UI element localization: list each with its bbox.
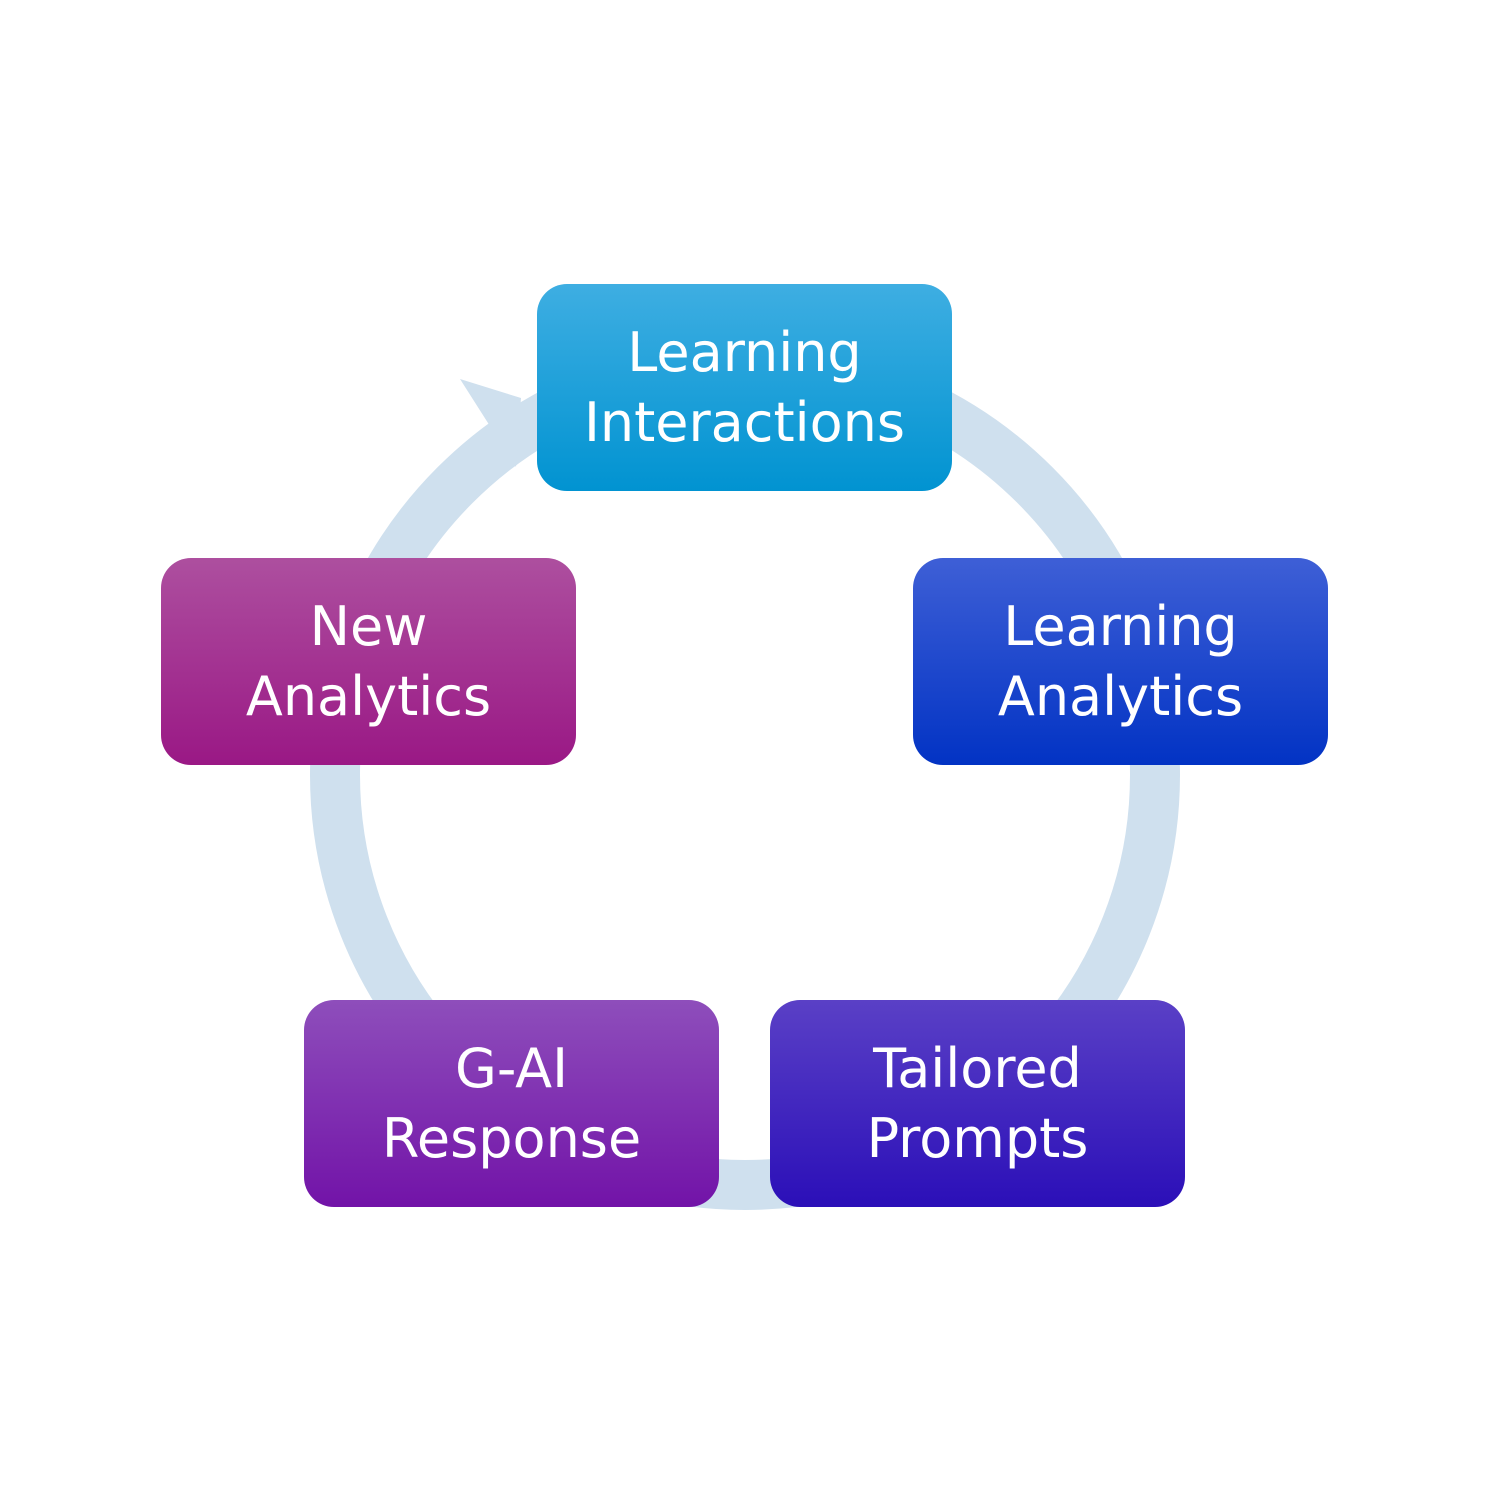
node-label-line2: Analytics xyxy=(245,664,492,728)
node-label-line1: New xyxy=(309,594,428,658)
node-label-line1: Learning xyxy=(1003,594,1238,658)
node-label-line2: Analytics xyxy=(997,664,1244,728)
node-label-line1: Learning xyxy=(627,320,862,384)
node-label-line2: Response xyxy=(381,1106,642,1170)
node-label-line1: Tailored xyxy=(873,1036,1082,1100)
node-label-line2: Prompts xyxy=(866,1106,1089,1170)
node-learning-interactions: Learning Interactions xyxy=(537,284,952,491)
node-tailored-prompts: Tailored Prompts xyxy=(770,1000,1185,1207)
cycle-arrowhead xyxy=(460,379,521,467)
node-learning-analytics: Learning Analytics xyxy=(913,558,1328,765)
node-label-line2: Interactions xyxy=(583,390,906,454)
node-new-analytics: New Analytics xyxy=(161,558,576,765)
node-g-ai-response: G-AI Response xyxy=(304,1000,719,1207)
node-label-line1: G-AI xyxy=(454,1036,568,1100)
